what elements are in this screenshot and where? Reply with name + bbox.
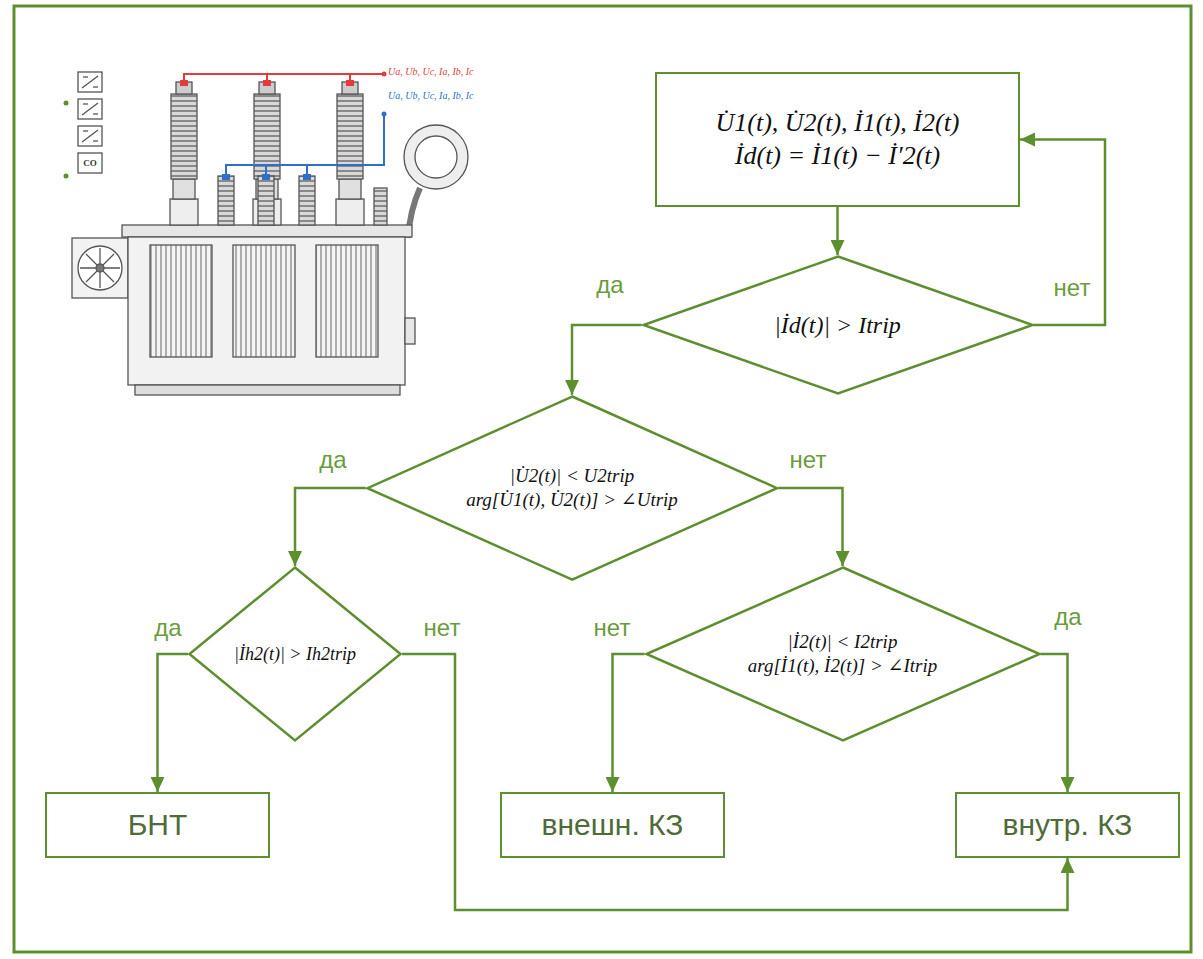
branch-label: да: [1051, 603, 1084, 631]
flow-arrow: [613, 654, 645, 792]
flow-arrow: [836, 207, 839, 255]
flow-arrow: [778, 488, 842, 566]
flow-arrow: [1020, 140, 1105, 326]
measurement-wires: [180, 72, 387, 181]
input-box: U̇1(t), U̇2(t), İ1(t), İ2(t)İd(t) = İ1(t…: [655, 72, 1020, 207]
node-text-group: |İd(t)| > Itrip: [774, 310, 901, 340]
diamond-outline: [645, 566, 1041, 742]
formula-text: U̇1(t), U̇2(t), İ1(t), İ2(t): [715, 107, 959, 140]
decision-diamond: |İh2(t)| > Ih2trip: [188, 566, 402, 742]
branch-label: нет: [421, 614, 464, 642]
node-text-group: |İ2(t)| < I2triparg[İ1(t), İ2(t)] > ∠Itr…: [748, 630, 938, 678]
result-text: внешн. КЗ: [542, 807, 684, 843]
decision-diamond: |İd(t)| > Itrip: [642, 255, 1034, 395]
signal-label: Ua, Ub, Uc, Ia, Ib, Ic: [388, 90, 474, 101]
flow-arrow: [158, 654, 189, 792]
signal-label: Ua, Ub, Uc, Ia, Ib, Ic: [388, 66, 474, 77]
branch-label: нет: [1051, 274, 1094, 302]
branch-label: нет: [787, 446, 830, 474]
formula-text: |İd(t)| > Itrip: [774, 310, 901, 340]
diamond-outline: [366, 395, 778, 581]
result-box: БНТ: [45, 792, 270, 858]
formula-text: |İh2(t)| > Ih2trip: [234, 643, 356, 666]
formula-text: |U̇2(t)| < U2trip: [510, 464, 635, 488]
formula-text: İd(t) = İ1(t) − İ′2(t): [735, 140, 940, 173]
result-text: внутр. КЗ: [1003, 807, 1133, 843]
transformer-drawing: [64, 72, 469, 395]
branch-label: да: [151, 614, 184, 642]
branch-label: нет: [591, 614, 634, 642]
decision-diamond: |U̇2(t)| < U2triparg[U̇1(t), U̇2(t)] > ∠…: [366, 395, 778, 581]
flow-arrow: [295, 488, 366, 566]
flow-arrow: [1041, 654, 1068, 792]
node-text-group: внутр. КЗ: [1003, 807, 1133, 843]
frame-border: [14, 6, 1191, 952]
node-text-group: внешн. КЗ: [542, 807, 684, 843]
result-text: БНТ: [128, 807, 188, 843]
flow-arrow: [572, 325, 642, 395]
formula-text: arg[U̇1(t), U̇2(t)] > ∠Utrip: [466, 488, 678, 512]
branch-label: да: [316, 446, 349, 474]
formula-text: |İ2(t)| < I2trip: [788, 630, 898, 654]
node-text-group: |İh2(t)| > Ih2trip: [234, 643, 356, 666]
result-box: внутр. КЗ: [955, 792, 1180, 858]
formula-text: arg[İ1(t), İ2(t)] > ∠Itrip: [748, 654, 938, 678]
node-text-group: U̇1(t), U̇2(t), İ1(t), İ2(t)İd(t) = İ1(t…: [715, 107, 959, 172]
branch-label: да: [593, 271, 626, 299]
decision-diamond: |İ2(t)| < I2triparg[İ1(t), İ2(t)] > ∠Itr…: [645, 566, 1041, 742]
node-text-group: БНТ: [128, 807, 188, 843]
result-box: внешн. КЗ: [500, 792, 725, 858]
node-text-group: |U̇2(t)| < U2triparg[U̇1(t), U̇2(t)] > ∠…: [466, 464, 678, 512]
icon-label: CO: [83, 158, 97, 168]
